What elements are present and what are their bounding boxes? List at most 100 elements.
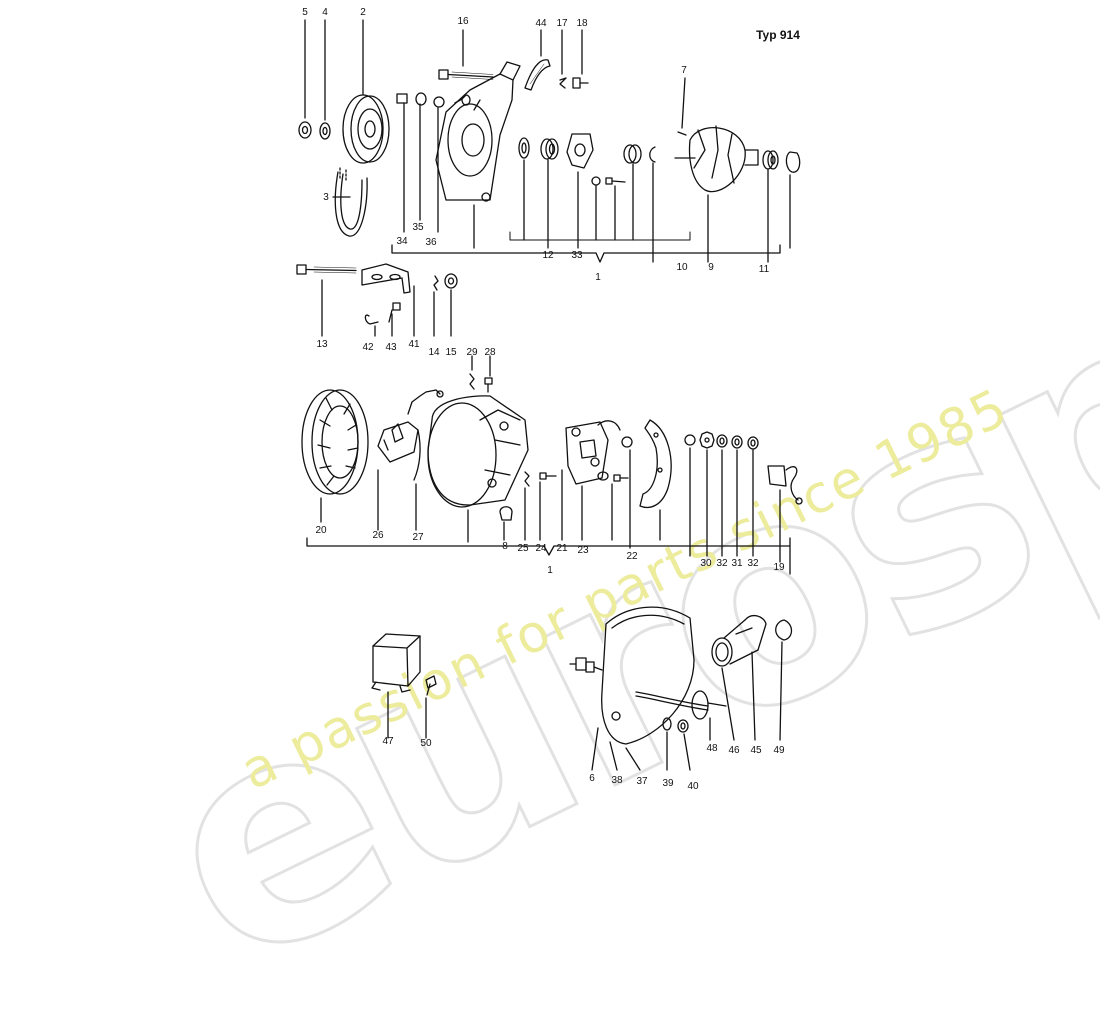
callout-40: 40	[687, 781, 699, 792]
part-19-capacitor	[767, 465, 803, 505]
callout-45: 45	[750, 745, 762, 756]
part-42-clip	[364, 314, 379, 325]
part-18-screw	[572, 77, 589, 89]
part-11-ring	[785, 151, 801, 173]
part-8-cap	[499, 506, 513, 521]
callout-15: 15	[445, 347, 457, 358]
callout-47: 47	[382, 736, 394, 747]
part-12-bearing	[540, 138, 559, 160]
callout-38: 38	[611, 775, 623, 786]
part-3-belt	[334, 167, 368, 237]
callout-24: 24	[535, 543, 547, 554]
callout-44: 44	[535, 18, 547, 29]
part-12-seal	[518, 137, 530, 159]
part-46-plug	[711, 619, 759, 667]
part-33-plate	[566, 133, 594, 169]
callout-25: 25	[517, 543, 529, 554]
callout-28: 28	[484, 347, 496, 358]
part-2-pulley	[342, 94, 390, 164]
part-9-rotor	[674, 125, 759, 193]
callout-9: 9	[708, 262, 714, 273]
callout-12: 12	[542, 250, 554, 261]
part-17-clip	[559, 77, 567, 89]
part-24-screw	[539, 472, 557, 480]
callout-5: 5	[302, 7, 308, 18]
callout-11: 11	[759, 264, 770, 275]
callout-10: 10	[676, 262, 688, 273]
callout-27: 27	[412, 532, 424, 543]
part-30-washer	[684, 434, 696, 446]
part-32-nut	[731, 435, 743, 449]
part-49-ring	[775, 619, 793, 641]
callout-50: 50	[420, 738, 432, 749]
part-4-washer	[319, 122, 331, 140]
part-13-long-bolt	[296, 264, 357, 275]
part-6-wire-clip	[569, 657, 603, 673]
part-20-stator	[301, 389, 369, 495]
callout-34: 34	[396, 236, 408, 247]
part-15-nut	[444, 273, 458, 289]
callout-42: 42	[362, 342, 374, 353]
part-28-screw	[484, 377, 493, 393]
part-43-screw	[388, 302, 401, 323]
part-22-screw	[597, 471, 629, 482]
callout-21: 21	[556, 543, 568, 554]
part-25-clip	[524, 471, 530, 487]
part-10-clip	[649, 146, 656, 163]
part-11-bearing	[762, 150, 779, 170]
callout-41: 41	[408, 339, 420, 350]
part-35-washer	[415, 92, 445, 108]
callout-48: 48	[706, 743, 718, 754]
part-32-washer	[699, 431, 715, 449]
callout-17: 17	[556, 18, 568, 29]
callout-19: 19	[773, 562, 785, 573]
callout-20: 20	[315, 525, 327, 536]
exploded-view-drawing: Typ 914 5 4 2 3 16 44 17 18 7 34 35 36 1…	[296, 7, 803, 792]
callout-23: 23	[577, 545, 589, 556]
part-29-clip	[469, 373, 475, 390]
part-16-bolt	[438, 69, 494, 80]
diagram-title: Typ 914	[756, 28, 800, 42]
part-47-voltage-regulator	[371, 633, 421, 693]
part-7-key	[677, 131, 687, 136]
callout-35: 35	[412, 222, 424, 233]
part-31-nut	[716, 434, 728, 448]
part-33-screw	[605, 177, 626, 185]
callout-49: 49	[773, 745, 785, 756]
part-31b-nut	[747, 436, 759, 450]
part-36-front-housing	[435, 61, 521, 202]
callout-18: 18	[576, 18, 588, 29]
callout-39: 39	[662, 778, 674, 789]
callout-30: 30	[700, 558, 712, 569]
part-40-nut	[677, 719, 689, 733]
callout-1-lower: 1	[547, 565, 553, 576]
part-14-clip	[433, 275, 439, 291]
callout-26: 26	[372, 530, 384, 541]
callout-33: 33	[571, 250, 583, 261]
callout-22: 22	[626, 551, 638, 562]
part-27-wire	[413, 429, 421, 481]
part-45-boot	[735, 614, 767, 651]
part-37-tube	[635, 691, 709, 711]
callout-14: 14	[428, 347, 440, 358]
part-23-regulator-plate	[565, 420, 633, 485]
callout-37: 37	[636, 776, 648, 787]
callout-46: 46	[728, 745, 740, 756]
callout-2: 2	[360, 7, 366, 18]
part-34-nut	[396, 93, 408, 104]
callout-36: 36	[425, 237, 437, 248]
callout-29: 29	[466, 347, 478, 358]
part-cover-plate	[639, 419, 672, 509]
callout-16: 16	[457, 16, 469, 27]
part-50-screw	[425, 675, 437, 696]
callout-4: 4	[322, 7, 328, 18]
part-48-grommet	[691, 690, 727, 720]
callout-6: 6	[589, 773, 595, 784]
parts-diagram: eurospares a passion for parts since 198…	[109, 0, 1100, 1036]
callout-3: 3	[323, 192, 329, 203]
part-21-rear-housing	[427, 395, 529, 508]
part-38-cover	[601, 606, 695, 745]
callout-1-upper: 1	[595, 272, 601, 283]
part-33-washer	[591, 176, 601, 186]
callout-32-second: 32	[747, 558, 759, 569]
